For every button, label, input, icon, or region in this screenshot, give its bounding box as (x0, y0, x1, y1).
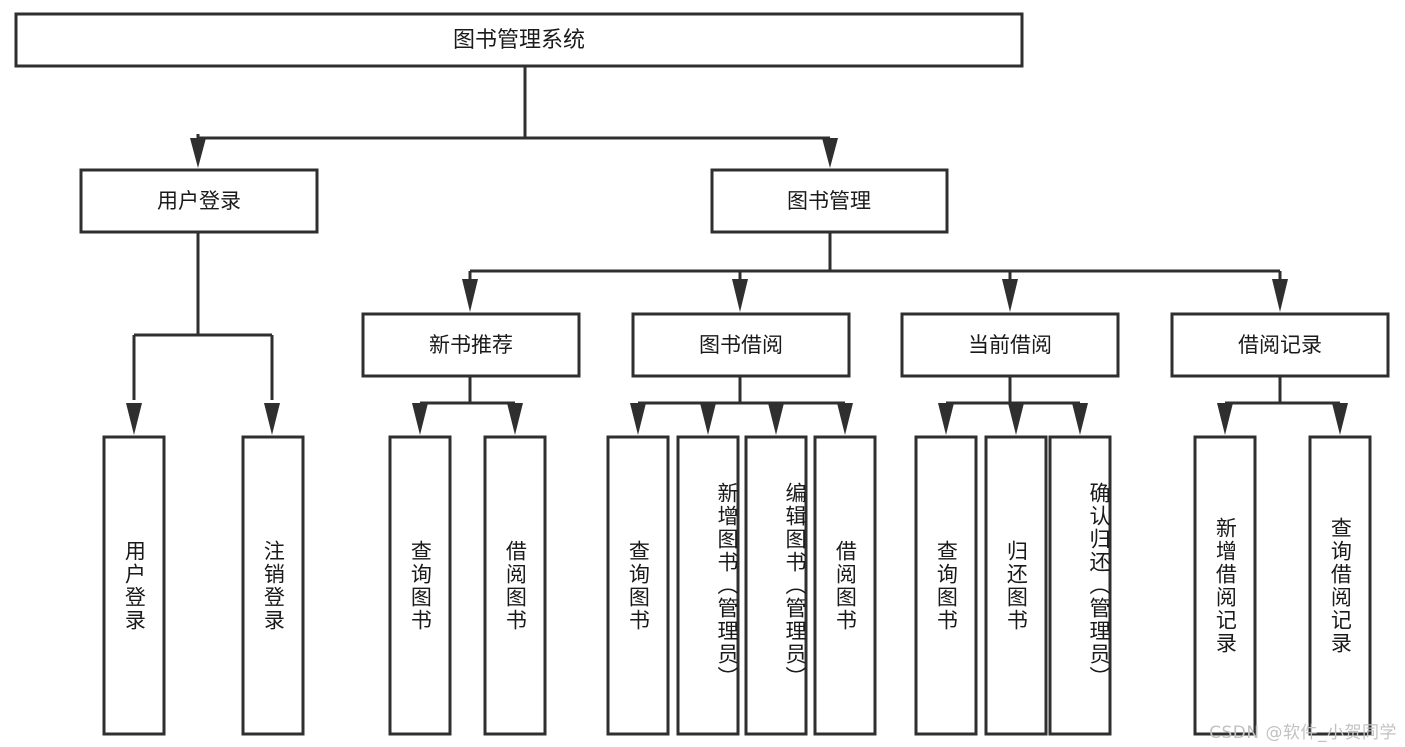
leaf-box-add-borrow-record[interactable] (1193, 435, 1257, 736)
arrow-head-new-book-rec (462, 279, 478, 312)
arrow-head-br-leaf-1 (1217, 403, 1233, 435)
node-current-borrow[interactable]: 当前借阅 (900, 312, 1120, 378)
node-user-login[interactable]: 用户登录 (79, 168, 319, 234)
leaf-box-query-book-cb[interactable] (914, 435, 978, 736)
node-book-borrow[interactable]: 图书借阅 (631, 312, 851, 378)
connector-layer (126, 66, 1348, 435)
arrow-head-cb-leaf-3 (1072, 403, 1088, 435)
node-root[interactable]: 图书管理系统 (14, 12, 1024, 68)
node-book-borrow-label: 图书借阅 (699, 333, 783, 357)
node-new-book-recommend-box[interactable] (361, 312, 581, 378)
arrow-head-bb-leaf-1 (630, 403, 646, 435)
arrow-head-current-borrow (1002, 279, 1018, 312)
node-borrow-record-label: 借阅记录 (1238, 333, 1322, 357)
leaf-box-return-book[interactable] (984, 435, 1048, 736)
leaf-box-user-login[interactable] (102, 435, 166, 736)
node-book-management[interactable]: 图书管理 (710, 168, 949, 234)
node-root-box[interactable] (14, 12, 1024, 68)
node-user-login-box[interactable] (79, 168, 319, 234)
node-root-label: 图书管理系统 (453, 28, 585, 53)
arrow-head-leaf-user-login (126, 403, 142, 435)
leaf-box-borrow-book-nbr[interactable] (483, 435, 547, 736)
leaf-box-borrow-book-bb[interactable] (813, 435, 877, 736)
arrow-head-bb-leaf-4 (837, 403, 853, 435)
node-book-management-box[interactable] (710, 168, 949, 234)
node-user-login-label: 用户登录 (157, 189, 241, 213)
arrow-head-user-login (190, 138, 206, 168)
arrow-head-br-leaf-2 (1332, 403, 1348, 435)
leaf-box-query-book-nbr[interactable] (388, 435, 452, 736)
leaf-box-edit-book-admin[interactable] (744, 435, 808, 736)
leaf-box-query-borrow-record[interactable] (1308, 435, 1372, 736)
arrow-head-bb-leaf-3 (768, 403, 784, 435)
node-current-borrow-box[interactable] (900, 312, 1120, 378)
arrow-head-cb-leaf-2 (1008, 403, 1024, 435)
leaf-box-logout[interactable] (241, 435, 305, 736)
node-new-book-recommend[interactable]: 新书推荐 (361, 312, 581, 378)
arrow-head-book-mgmt (822, 138, 838, 168)
arrow-head-borrow-record (1272, 279, 1288, 312)
node-borrow-record[interactable]: 借阅记录 (1170, 312, 1390, 378)
arrow-head-nbr-leaf-2 (507, 403, 523, 435)
node-new-book-recommend-label: 新书推荐 (429, 333, 513, 357)
csdn-watermark: CSDN @软件_小贺同学 (1209, 723, 1397, 743)
arrow-head-book-borrow (732, 279, 748, 312)
leaf-box-add-book-admin[interactable] (676, 435, 740, 736)
leaf-box-confirm-return-admin[interactable] (1048, 435, 1112, 736)
node-book-borrow-box[interactable] (631, 312, 851, 378)
leaf-box-query-book-bb[interactable] (606, 435, 670, 736)
leaf-box-layer (102, 435, 1372, 736)
arrow-head-bb-leaf-2 (700, 403, 716, 435)
node-current-borrow-label: 当前借阅 (968, 333, 1052, 357)
arrow-head-nbr-leaf-1 (412, 403, 428, 435)
node-borrow-record-box[interactable] (1170, 312, 1390, 378)
node-book-management-label: 图书管理 (787, 189, 871, 213)
arrow-head-leaf-logout (264, 403, 280, 435)
arrow-head-cb-leaf-1 (938, 403, 954, 435)
